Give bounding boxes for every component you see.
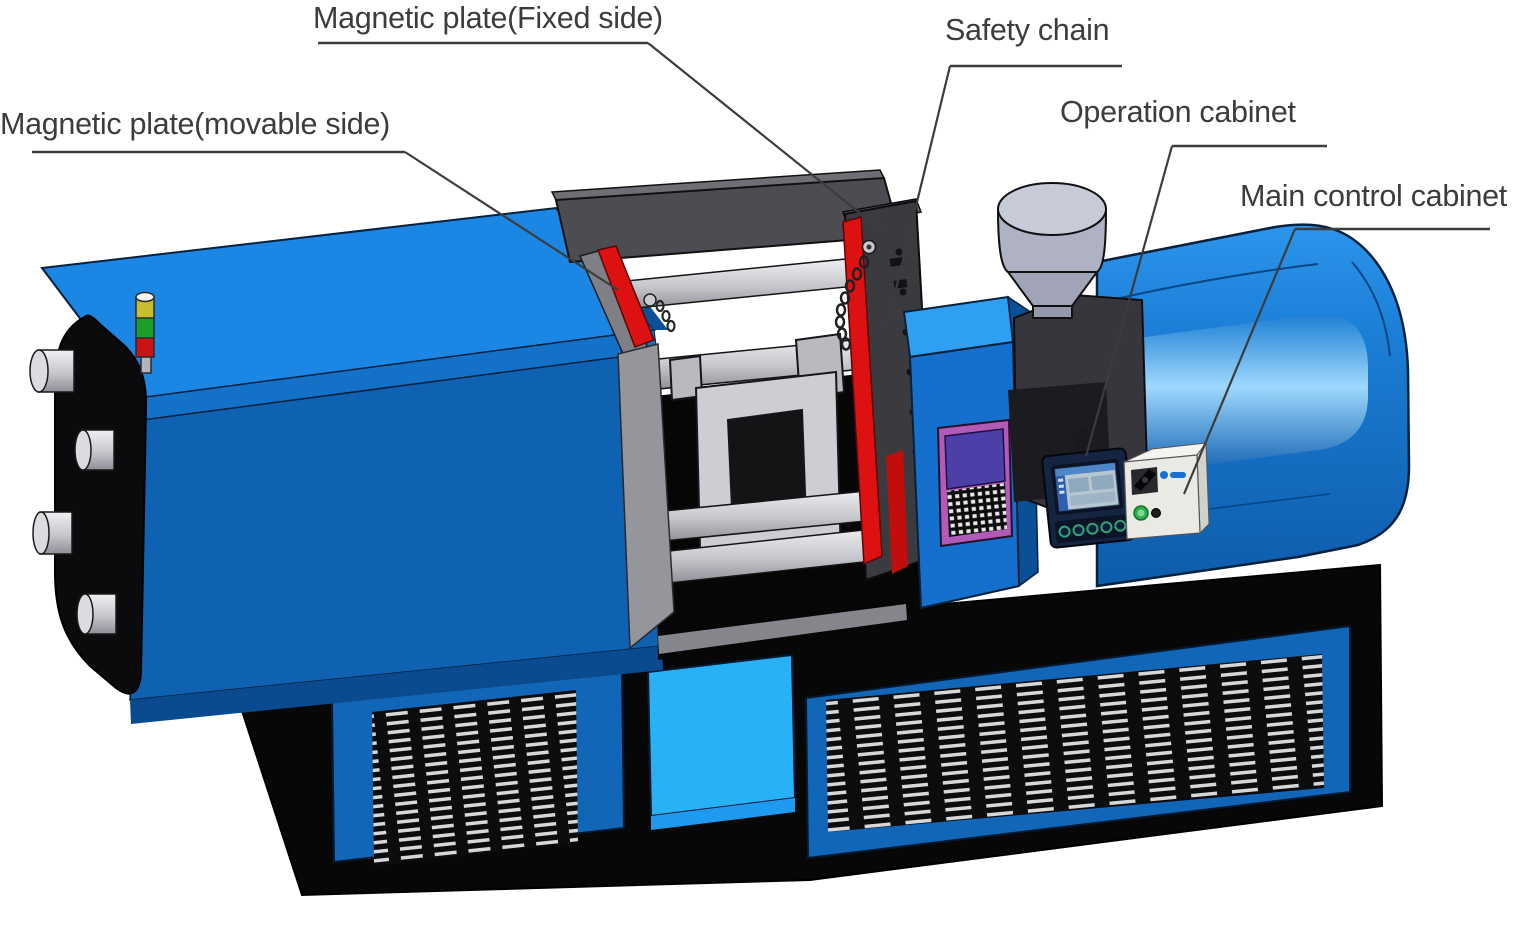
label-magnetic-plate-fixed: Magnetic plate(Fixed side)	[313, 1, 663, 35]
vent-grille-right	[826, 654, 1324, 832]
base-door	[646, 653, 797, 818]
platen-display-panel	[936, 418, 1014, 548]
brand-logo-icon	[1160, 471, 1186, 479]
magnetic-plate-movable	[578, 245, 676, 650]
magnetic-plate-fixed	[834, 198, 938, 582]
top-guard-beam	[550, 169, 902, 264]
signal-tower-icon	[135, 291, 155, 374]
cabinet-buttons	[1058, 519, 1127, 538]
bed-rail	[658, 604, 907, 654]
leader-lines	[32, 41, 1490, 495]
main-control-cabinet-graphic	[1123, 441, 1210, 540]
panel-keypad	[947, 483, 1007, 537]
vent-grille-left	[372, 690, 578, 866]
clamping-unit-housing	[29, 206, 668, 724]
safety-chain-graphic	[834, 239, 877, 351]
panel-screen	[944, 428, 1006, 490]
label-safety-chain: Safety chain	[945, 13, 1110, 47]
label-magnetic-plate-movable: Magnetic plate(movable side)	[0, 107, 390, 141]
small-knob	[1151, 508, 1161, 518]
tie-bar-ends	[29, 349, 117, 635]
operation-cabinet-graphic	[1041, 425, 1136, 549]
label-operation-cabinet: Operation cabinet	[1060, 95, 1296, 129]
machine-base	[226, 563, 1384, 897]
label-main-control-cabinet: Main control cabinet	[1240, 179, 1507, 213]
hopper	[996, 182, 1108, 319]
